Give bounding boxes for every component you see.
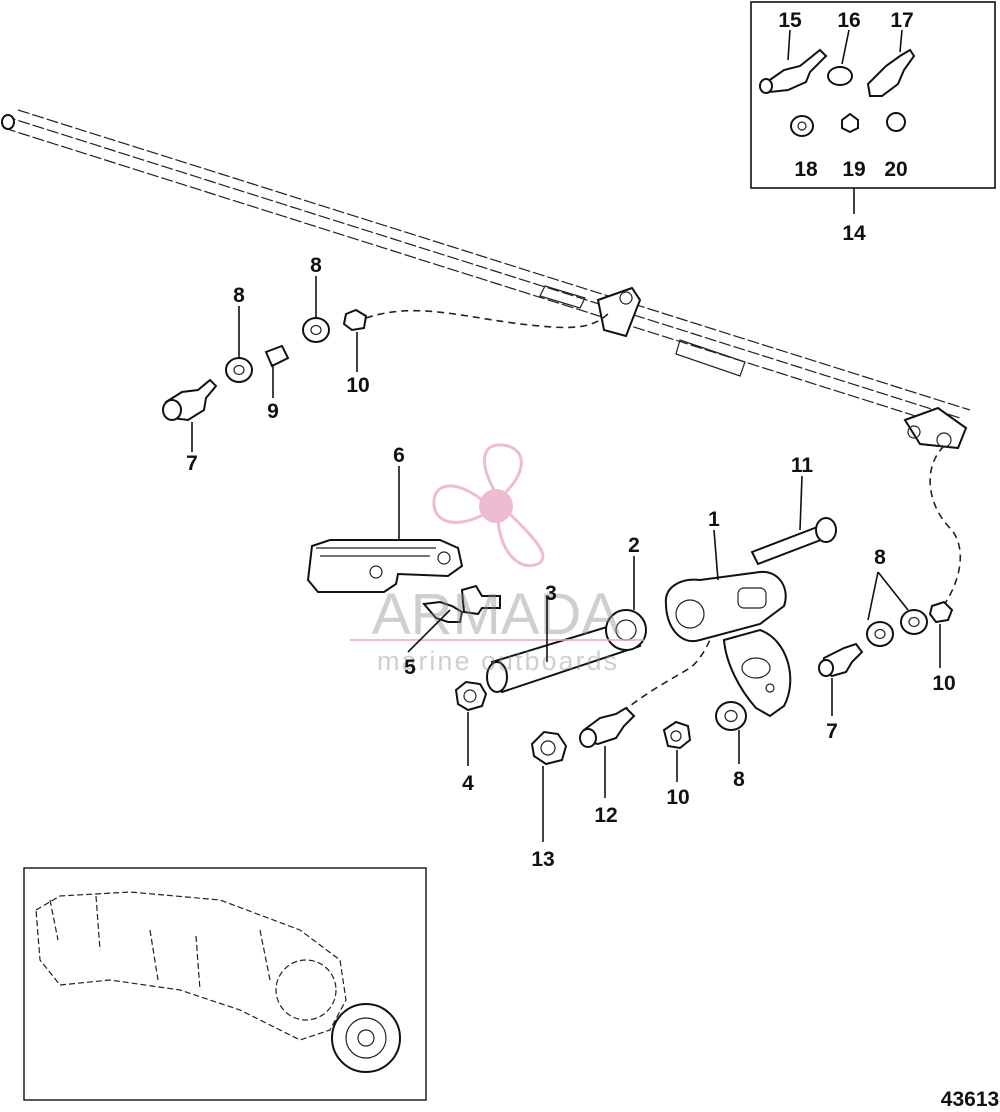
callout-8-upper: 8 — [233, 284, 245, 307]
callout-7-right: 7 — [826, 720, 838, 743]
kit-box — [750, 1, 996, 214]
callout-18: 18 — [794, 158, 818, 181]
callout-15: 15 — [778, 9, 802, 32]
nut-lower — [662, 720, 692, 750]
washer-upper-2 — [302, 317, 330, 343]
callout-17: 17 — [890, 9, 913, 32]
long-bolt — [750, 517, 837, 566]
nut-4 — [454, 680, 488, 712]
callout-16: 16 — [837, 9, 860, 32]
mounting-bracket — [306, 539, 464, 593]
callout-7-upper: 7 — [186, 452, 198, 475]
stud-right — [818, 642, 864, 678]
watermark-brand: ARMADA — [372, 582, 620, 647]
watermark: ARMADA marine outboards — [350, 443, 644, 676]
callout-19: 19 — [842, 158, 865, 181]
callout-6: 6 — [393, 444, 405, 467]
washer-right-2 — [900, 609, 928, 635]
callout-10-upper: 10 — [346, 374, 369, 397]
watermark-tagline: marine outboards — [377, 646, 619, 676]
callout-13: 13 — [531, 848, 554, 871]
link-line-upper — [365, 309, 611, 329]
callout-14: 14 — [842, 222, 866, 245]
callout-10-lower: 10 — [666, 786, 689, 809]
callout-5: 5 — [404, 656, 416, 679]
callout-20: 20 — [884, 158, 907, 181]
bushing-upper — [264, 344, 290, 368]
callout-8-top: 8 — [310, 254, 322, 277]
bolts — [422, 584, 501, 623]
callout-11: 11 — [791, 454, 814, 477]
propeller-logo — [432, 443, 545, 568]
stud-upper-left — [162, 378, 218, 422]
callout-1: 1 — [708, 508, 720, 531]
washer-upper-1 — [225, 357, 253, 383]
callout-9: 9 — [267, 400, 279, 423]
diagram-number: 43613 — [941, 1088, 999, 1111]
inset-reference-view — [23, 867, 427, 1101]
leader-lines — [191, 29, 941, 842]
callout-numbers: 15 16 17 18 19 20 14 8 8 9 10 7 6 11 1 2… — [186, 9, 956, 871]
locknut-13 — [530, 730, 568, 766]
washer-lower — [715, 701, 747, 731]
ball-stud-12 — [579, 706, 636, 748]
link-line-right — [929, 445, 962, 609]
throttle-lever — [664, 570, 792, 718]
nut-upper — [342, 308, 368, 332]
callout-2: 2 — [628, 534, 640, 557]
link-line-lower — [621, 639, 711, 713]
callout-4: 4 — [462, 772, 474, 795]
callout-10-right: 10 — [932, 672, 955, 695]
washer-right-1 — [866, 621, 894, 647]
callout-8-right: 8 — [874, 546, 886, 569]
nut-right — [928, 600, 954, 624]
callout-8-lower: 8 — [733, 768, 745, 791]
callout-3: 3 — [545, 582, 557, 605]
callout-12: 12 — [594, 804, 617, 827]
throttle-rod — [1, 109, 971, 450]
